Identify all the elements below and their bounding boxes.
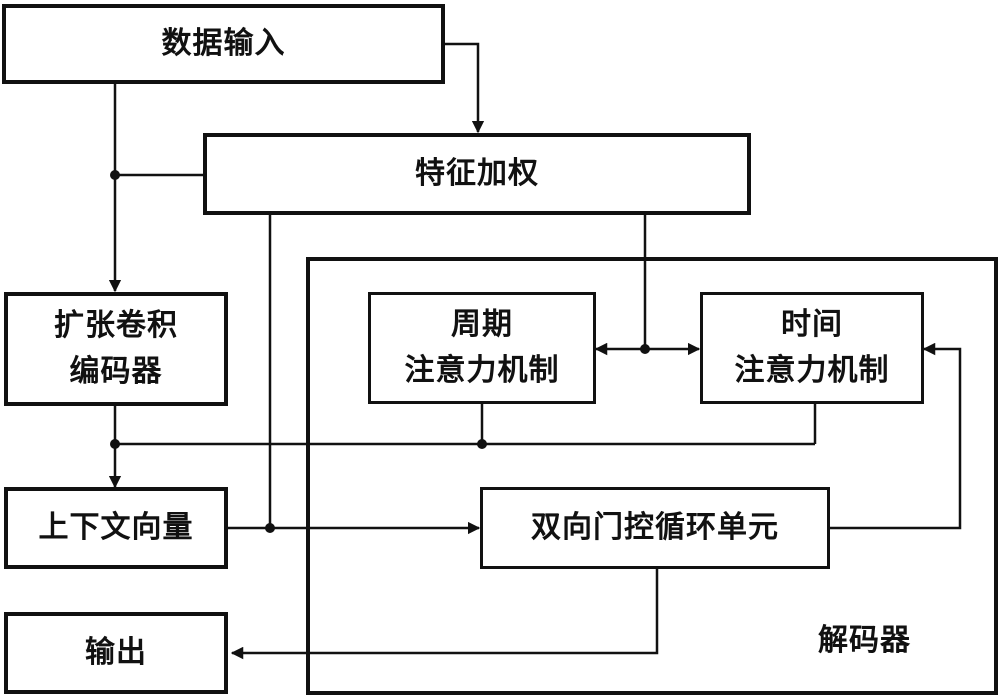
periodic-attention-box: 周期 注意力机制 — [368, 292, 596, 404]
feature-weighting-box: 特征加权 — [203, 133, 751, 215]
output-box: 输出 — [4, 612, 228, 694]
junction-dot — [110, 439, 120, 449]
context-vector-box: 上下文向量 — [4, 487, 228, 569]
junction-dot — [110, 170, 120, 180]
temporal-attention-box: 时间 注意力机制 — [700, 292, 924, 404]
dilated-conv-encoder-box: 扩张卷积 编码器 — [4, 292, 228, 406]
data-input-box: 数据输入 — [2, 4, 445, 84]
junction-dot — [265, 523, 275, 533]
edge-input-to-weighting — [445, 44, 478, 132]
bigru-box: 双向门控循环单元 — [480, 487, 830, 569]
decoder-label: 解码器 — [818, 615, 911, 659]
